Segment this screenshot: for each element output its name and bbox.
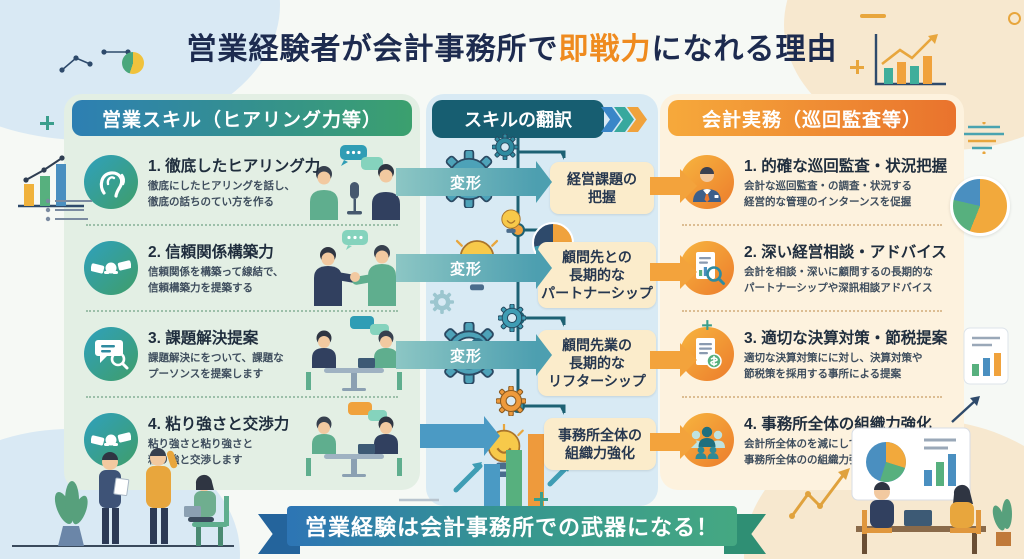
transform-arrow-4 [420,416,500,456]
plus-decoration [40,116,54,130]
skill-desc: 徹底にしたヒアリングを話し、 徹底の話ちのてい方を作る [148,179,295,208]
transform-label: 変形 [449,347,482,365]
bar-chart-icon [18,155,84,208]
gear-icon [492,134,518,160]
outcome-box-4: 事務所全体の 組織力強化 [544,418,656,470]
transform-label: 変形 [449,260,482,278]
dots-constellation-icon [59,49,131,73]
sales-skill-item-1: 1. 徹底したヒアリング力 徹底にしたヒアリングを話し、 徹底の話ちのてい方を作… [72,142,412,222]
practice-desc: 適切な決算対策にに対し、決算対策や 節税策を採用する事所による提案 [744,351,923,380]
sales-skills-header: 営業スキル（ヒアリング力等） [72,100,412,136]
up-arrow-icon [951,396,980,423]
tax-document-icon [680,327,734,381]
skill-desc: 課題解決にをついて、課題な プーソンスを提案します [148,351,284,380]
divider [86,396,398,398]
accounting-item-3: 3. 適切な決算対策・節税提案 適切な決算対策にに対し、決算対策や 節税策を採用… [668,314,956,394]
consultation-illustration [789,427,1012,554]
skill-title: 2. 信頼関係構築力 [148,243,274,261]
gear-icon [498,304,526,332]
to-right-arrow-4 [650,425,697,459]
plus-decoration [850,60,864,74]
meeting-illustration [306,316,402,391]
accounting-item-2: 2. 深い経営相談・アドバイス 会計を相談・深いに顧問するの長期的な パートナー… [668,228,956,308]
sales-skills-panel: 営業スキル（ヒアリング力等） 1. 徹底したヒアリング力 徹底にしたヒアリングを… [64,94,420,490]
office-team-illustration [12,448,234,547]
negotiation-illustration [306,402,402,477]
practice-desc: 会計な巡回監査・の調査・状況する 経営的な管理のインターンスを促握 [744,179,912,208]
accounting-item-1: 1. 的確な巡回監査・状況把握 会計な巡回監査・の調査・状況する 経営的な管理の… [668,142,956,222]
report-card-icon [963,327,1009,385]
banner-text: 営業経験は会計事務所での武器になる！ [304,515,719,540]
skill-title: 3. 課題解決提案 [148,329,259,347]
dot-decoration [1008,12,1021,25]
ear-icon [84,155,138,209]
practice-title: 3. 適切な決算対策・節税提案 [744,329,948,347]
plus-decoration [534,492,548,506]
growth-bar-chart-icon [453,434,572,506]
handshake-icon [84,241,138,295]
divider [682,224,942,226]
transform-arrow-2: 変形 [396,247,552,289]
outcome-box-1: 経営課題の 把握 [550,162,654,214]
practice-title: 1. 的確な巡回監査・状況把握 [744,157,948,175]
transform-label: 変形 [449,174,482,192]
practice-desc: 会計を相談・深いに顧問するの長期的な パートナーシップや深訊相談アドバイス [744,265,933,294]
plus-decoration [702,320,712,330]
divider [682,310,942,312]
skill-desc: 信頼関係を構築って線結で、 信頼構築力を提築する [148,265,284,294]
divider [86,224,398,226]
dash-decoration [860,14,886,18]
sales-skill-item-3: 3. 課題解決提案 課題解決にをついて、課題な プーソンスを提案します [72,314,412,394]
chat-search-icon [84,327,138,381]
outcome-box-3: 顧問先業の 長期的な リフターシップ [538,330,656,396]
title-prefix: 営業経験者が会計事務所で [186,33,559,66]
transform-arrow-1: 変形 [396,161,552,203]
handshake-icon [84,413,138,467]
to-right-arrow-2 [650,255,697,289]
gear-icon [496,386,526,416]
sales-skill-item-2: 2. 信頼関係構築力 信頼関係を構築って線結で、 信頼構築力を提築する [72,228,412,308]
title-highlight: 即戦力 [558,33,652,66]
transform-arrow-3: 変形 [396,334,552,376]
divider [682,396,942,398]
to-right-arrow-3 [650,343,697,377]
outcome-box-2: 顧問先との 長期的な パートナーシップ [538,242,656,308]
growth-chart-icon [874,34,946,86]
bottom-banner: 営業経験は会計事務所での武器になる！ [287,506,737,546]
divider [86,310,398,312]
handshake-illustration [314,230,396,306]
list-lines-icon [45,198,92,222]
accounting-practice-header: 会計実務（巡回監査等） [668,100,956,136]
skill-title: 4. 粘り強さと交渉力 [148,415,290,433]
accounting-practice-panel: 会計実務（巡回監査等） 1. 的確な巡回監査・状況把握 会計な巡回監査・の調査・… [660,94,964,490]
page-title: 営業経験者が会計事務所で即戦力になれる理由 [0,24,1024,68]
list-lines-icon [964,122,1004,154]
practice-title: 2. 深い経営相談・アドバイス [744,243,947,261]
chevrons-icon [601,107,647,132]
pie-chart-icon [950,176,1010,236]
interview-illustration [310,145,400,220]
skill-translation-header: スキルの翻訳 [432,100,604,138]
to-right-arrow-1 [650,169,697,203]
gear-icon [430,290,454,314]
title-suffix: になれる理由 [651,33,838,66]
skill-title: 1. 徹底したヒアリング力 [148,157,321,175]
pie-chart-icon [122,52,144,74]
lightbulb-icon [501,209,521,233]
